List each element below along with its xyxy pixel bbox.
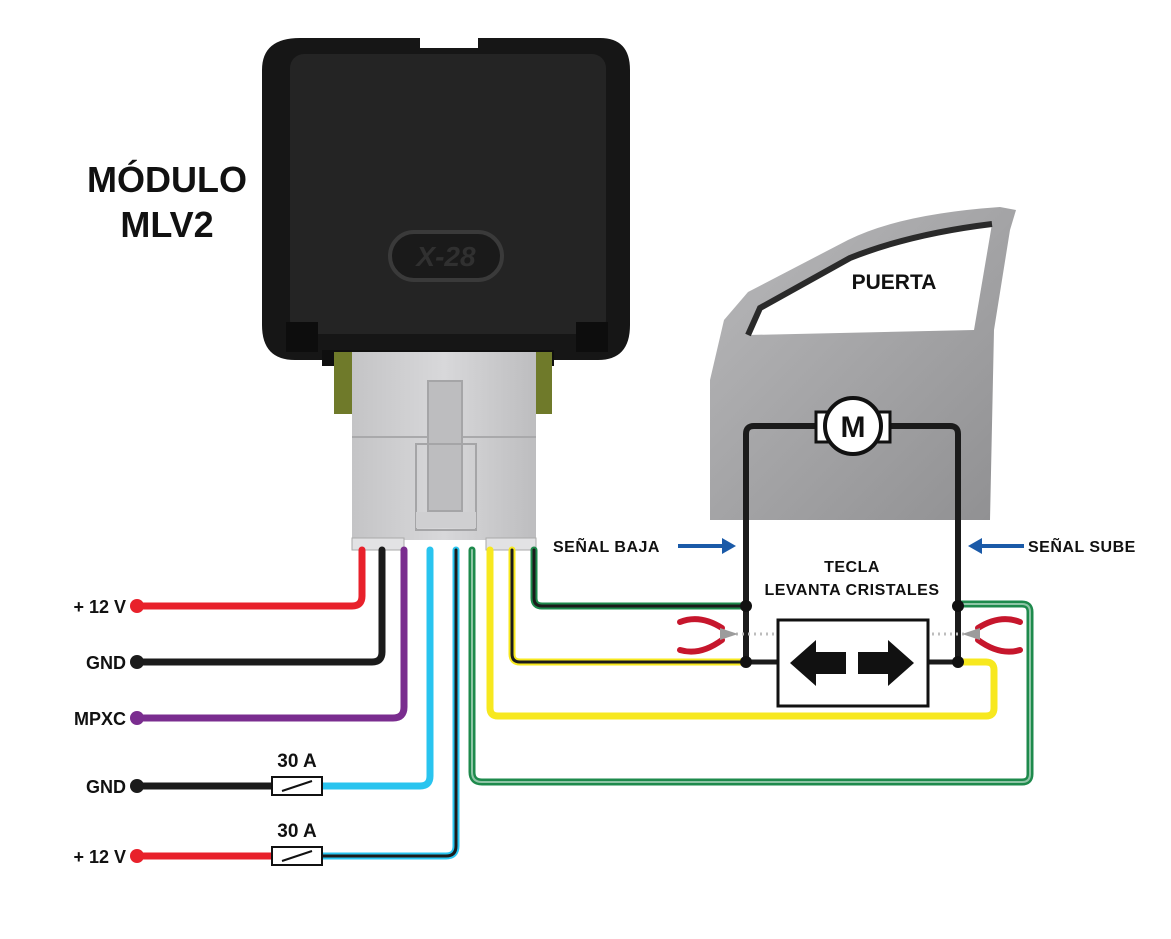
motor-symbol: M xyxy=(841,411,866,444)
junctions xyxy=(740,600,964,668)
terminal-label-12v-2: + 12 V xyxy=(73,847,126,867)
signal-down-label: SEÑAL BAJA xyxy=(553,536,660,556)
logo-text: X-28 xyxy=(414,241,476,272)
door-label: PUERTA xyxy=(852,271,937,294)
fuse-2 xyxy=(271,846,323,866)
module-title-line2: MLV2 xyxy=(120,204,213,245)
fuse-1 xyxy=(271,776,323,796)
cutter-icon-right xyxy=(962,616,1023,655)
module-connector xyxy=(334,352,552,551)
switch-label-line1: TECLA xyxy=(824,559,880,576)
motor-icon: M xyxy=(814,396,892,456)
fuse-1-label: 30 A xyxy=(277,751,317,772)
terminal-label-12v-1: + 12 V xyxy=(73,597,126,617)
window-switch xyxy=(776,618,930,708)
terminal-dots xyxy=(130,599,144,863)
module-body xyxy=(262,38,630,366)
switch-label-line2: LEVANTA CRISTALES xyxy=(764,582,939,599)
terminal-label-gnd-2: GND xyxy=(86,777,126,797)
arrow-right-icon xyxy=(858,640,914,686)
arrow-right-icon xyxy=(678,538,736,554)
terminal-label-mpxc: MPXC xyxy=(74,709,126,729)
wires xyxy=(133,423,1034,860)
module-title-line1: MÓDULO xyxy=(87,158,247,200)
terminal-label-gnd-1: GND xyxy=(86,653,126,673)
cutter-icon-left xyxy=(677,616,738,655)
fuse-2-label: 30 A xyxy=(277,821,317,842)
logo-badge: X-28 xyxy=(388,230,504,282)
door-panel xyxy=(710,207,1016,520)
arrow-left-icon xyxy=(790,640,846,686)
signal-up-label: SEÑAL SUBE xyxy=(1028,536,1136,556)
arrow-left-icon xyxy=(968,538,1024,554)
door-window xyxy=(748,224,992,335)
